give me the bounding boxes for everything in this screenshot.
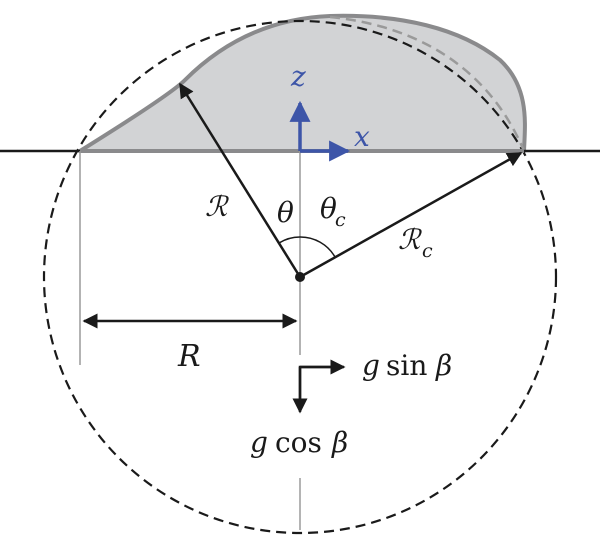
g-sin-beta: β bbox=[435, 349, 452, 382]
gravity-corner bbox=[298, 365, 340, 410]
g-sin-beta-label: g sin β bbox=[362, 349, 452, 382]
g-cos-g: g bbox=[250, 426, 268, 459]
theta-c-label: θ c bbox=[320, 192, 346, 231]
script-Rc-label: ℛ c bbox=[398, 223, 433, 262]
script-R-label: ℛ bbox=[205, 190, 229, 223]
g-cos-beta-label: g cos β bbox=[250, 426, 348, 459]
x-axis-label: x bbox=[354, 120, 370, 153]
R-label: R bbox=[177, 339, 201, 374]
radius-Rc-arrow bbox=[299, 151, 523, 279]
center-point bbox=[295, 272, 305, 282]
theta-c-arc bbox=[299, 236, 336, 258]
g-sin-g: g bbox=[362, 349, 380, 382]
script-Rc-symbol: ℛ bbox=[398, 223, 422, 256]
radius-R-arrow bbox=[178, 82, 302, 278]
g-cos-fn: cos bbox=[275, 426, 322, 459]
theta-arc bbox=[278, 236, 301, 244]
g-sin-fn: sin bbox=[386, 349, 427, 382]
script-Rc-subscript: c bbox=[422, 240, 433, 262]
z-axis-label: z bbox=[290, 60, 306, 93]
theta-label: θ bbox=[277, 196, 294, 229]
theta-c-symbol: θ bbox=[320, 192, 337, 225]
dashed-circle bbox=[42, 19, 558, 535]
dashed-arc-inside-drop bbox=[329, 15, 526, 152]
theta-c-subscript: c bbox=[335, 209, 346, 231]
g-cos-beta: β bbox=[331, 426, 348, 459]
